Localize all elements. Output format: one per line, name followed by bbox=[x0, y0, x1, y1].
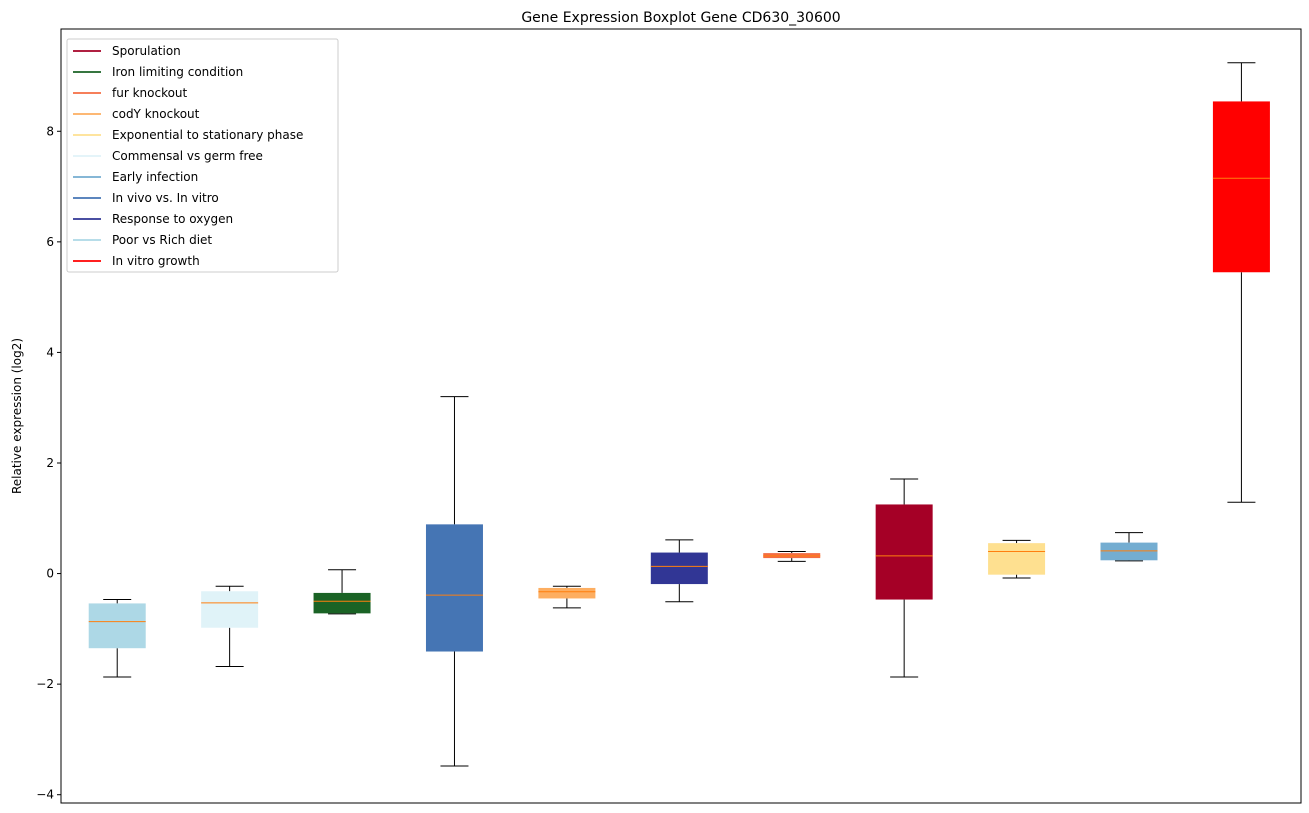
chart-title: Gene Expression Boxplot Gene CD630_30600 bbox=[521, 10, 840, 26]
y-tick-label: −2 bbox=[36, 677, 54, 691]
legend-frame bbox=[66, 38, 339, 273]
box-group bbox=[313, 569, 371, 615]
legend-label: Response to oxygen bbox=[112, 212, 233, 226]
legend-label: In vivo vs. In vitro bbox=[112, 191, 219, 205]
legend-label: Exponential to stationary phase bbox=[112, 128, 303, 142]
box-group bbox=[538, 585, 596, 609]
y-tick-label: 0 bbox=[46, 567, 54, 581]
y-axis-label: Relative expression (log2) bbox=[10, 338, 24, 494]
y-ticks: −4 −2 0 2 4 6 8 bbox=[36, 124, 61, 802]
box-group bbox=[1100, 532, 1158, 562]
box-body bbox=[1212, 101, 1270, 273]
box-body bbox=[88, 603, 146, 649]
box-group bbox=[763, 550, 821, 562]
box-body bbox=[988, 543, 1046, 575]
legend-label: Early infection bbox=[112, 170, 198, 184]
y-tick-label: 6 bbox=[46, 235, 54, 249]
plot-frame bbox=[60, 28, 1302, 804]
legend-label: Poor vs Rich diet bbox=[112, 233, 212, 247]
box-group bbox=[425, 396, 483, 767]
y-tick-label: 8 bbox=[46, 124, 54, 138]
legend-label: codY knockout bbox=[112, 107, 200, 121]
y-tick-label: −4 bbox=[36, 788, 54, 802]
box-group bbox=[201, 585, 259, 667]
box-group bbox=[875, 478, 933, 678]
box-group bbox=[650, 539, 708, 603]
box-body bbox=[1100, 542, 1158, 561]
legend-label: Iron limiting condition bbox=[112, 65, 243, 79]
box-body bbox=[538, 587, 596, 599]
box-group bbox=[88, 599, 146, 678]
y-tick-label: 4 bbox=[46, 345, 54, 359]
legend-label: Sporulation bbox=[112, 44, 181, 58]
box-body bbox=[650, 552, 708, 585]
box-group bbox=[988, 539, 1046, 579]
legend-label: In vitro growth bbox=[112, 254, 200, 268]
box-group bbox=[1212, 62, 1270, 503]
box-body bbox=[201, 591, 259, 628]
box-body bbox=[875, 504, 933, 600]
legend-label: Commensal vs germ free bbox=[112, 149, 263, 163]
boxes bbox=[88, 62, 1270, 767]
box-body bbox=[313, 592, 371, 614]
y-tick-label: 2 bbox=[46, 456, 54, 470]
box-body bbox=[425, 524, 483, 652]
legend-label: fur knockout bbox=[112, 86, 188, 100]
